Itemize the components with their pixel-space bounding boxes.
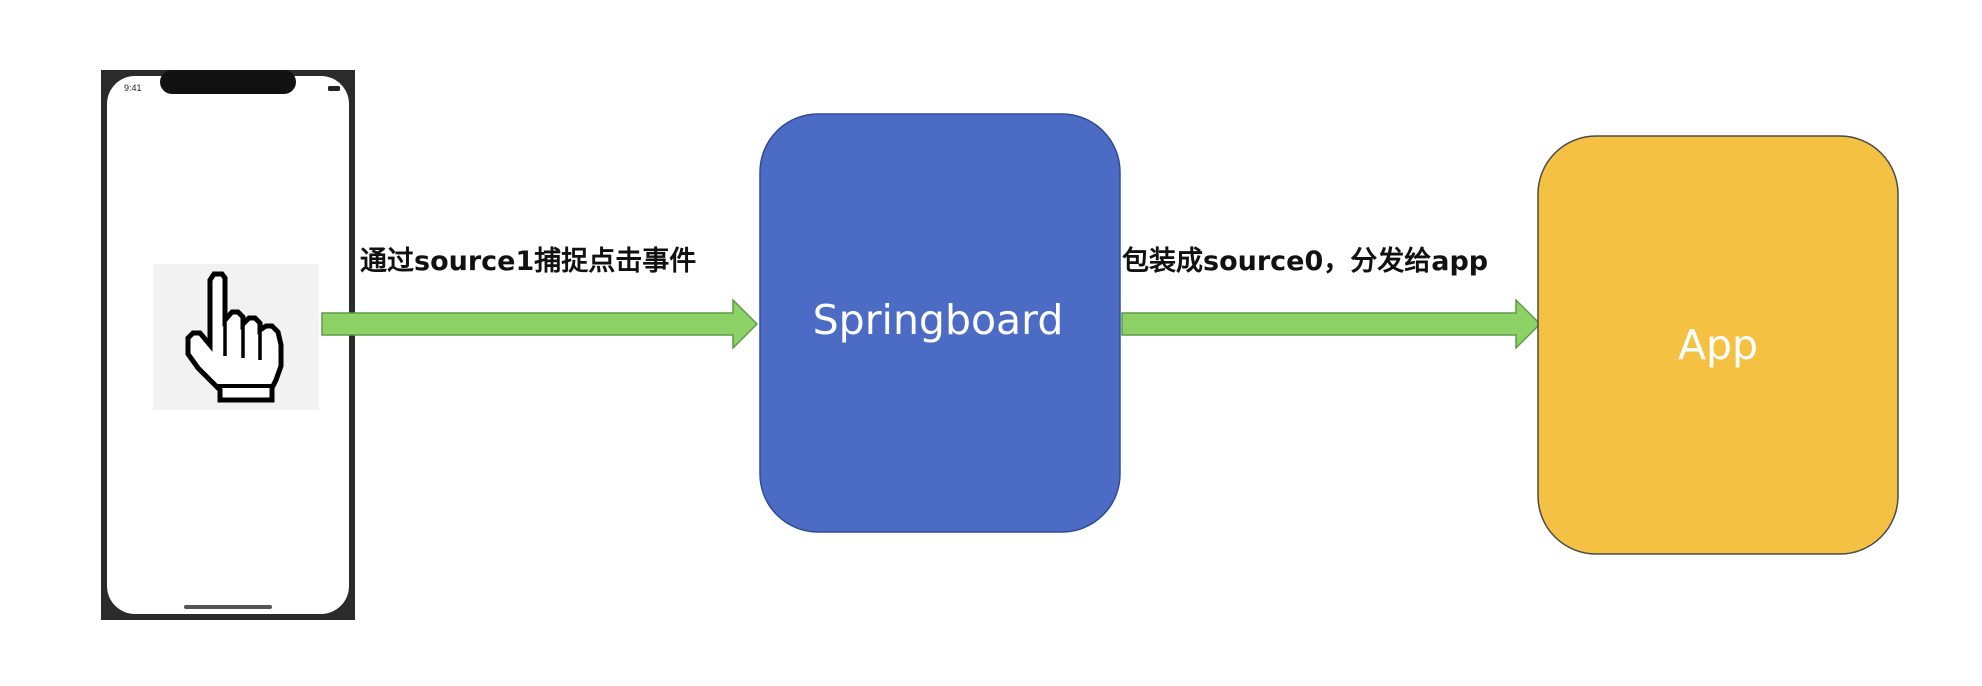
springboard-node: Springboard [759,113,1121,533]
edge-label-2: 包装成source0，分发给app [1122,245,1488,277]
phone-mockup: 9:41 [101,70,355,620]
battery-icon [328,86,340,91]
arrow-1-shape [321,298,759,350]
springboard-box [759,113,1121,533]
edge-label-1: 通过source1捕捉点击事件 [360,246,696,277]
phone-status-time: 9:41 [124,83,142,93]
phone-notch [160,70,296,94]
arrow-2-shape [1121,298,1542,350]
home-indicator [184,605,272,609]
app-node: App [1537,135,1899,555]
app-label: App [1678,321,1758,369]
hand-pointer-icon [153,264,319,410]
arrow-phone-to-springboard [321,298,759,350]
arrow-springboard-to-app [1121,298,1542,350]
springboard-label: Springboard [813,296,1064,344]
app-box [1537,135,1899,555]
